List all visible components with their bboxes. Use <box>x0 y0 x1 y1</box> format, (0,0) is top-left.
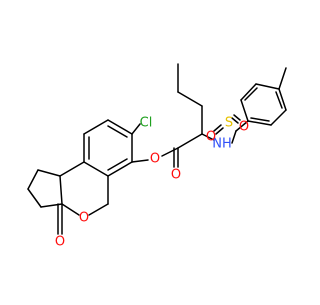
bond <box>161 147 179 157</box>
bond <box>61 203 80 216</box>
bond <box>240 99 249 122</box>
bond <box>244 87 258 101</box>
bond <box>131 159 149 163</box>
carbonyl-oxygen-label: O <box>171 168 181 183</box>
bond <box>247 120 272 126</box>
bond <box>233 114 241 121</box>
bond <box>107 125 128 138</box>
bond <box>88 203 109 216</box>
bond <box>278 88 287 111</box>
ring-oxygen-label: O <box>79 211 89 226</box>
ketone-oxygen-label: O <box>55 235 65 250</box>
bond <box>83 161 109 177</box>
chlorine-label: Cl <box>140 116 153 131</box>
bond <box>240 83 257 101</box>
bond <box>177 91 203 107</box>
bond <box>59 161 85 177</box>
bonds <box>27 63 287 235</box>
bond <box>231 130 237 144</box>
bond <box>270 109 287 126</box>
bond <box>275 91 283 109</box>
bond <box>235 120 249 132</box>
bond <box>177 133 203 149</box>
sulfonyl-oxygen-1-label: O <box>239 120 249 135</box>
sulfur-label: S <box>225 116 233 131</box>
bond <box>131 123 141 135</box>
bond <box>40 203 63 208</box>
bond <box>231 117 239 124</box>
bond <box>215 127 224 135</box>
sulfonyl-oxygen-2-label: O <box>206 130 216 145</box>
bond <box>278 67 287 90</box>
bond <box>83 119 109 135</box>
ester-oxygen-label: O <box>150 152 160 167</box>
nh-label: NH <box>212 137 232 152</box>
bond <box>107 119 133 135</box>
molecule-diagram: Cl O O NH S O O O O <box>27 63 287 250</box>
bond <box>107 161 133 177</box>
bond <box>37 169 61 177</box>
bond <box>27 169 39 190</box>
bond <box>59 175 63 205</box>
bond <box>255 83 280 90</box>
bond <box>201 133 215 141</box>
structure-svg: Cl O O NH S O O O O <box>27 63 287 250</box>
atom-labels: Cl O O NH S O O O O <box>55 116 249 250</box>
bond <box>213 124 222 132</box>
bond <box>107 158 128 171</box>
bond <box>250 117 270 122</box>
bond <box>27 188 42 208</box>
